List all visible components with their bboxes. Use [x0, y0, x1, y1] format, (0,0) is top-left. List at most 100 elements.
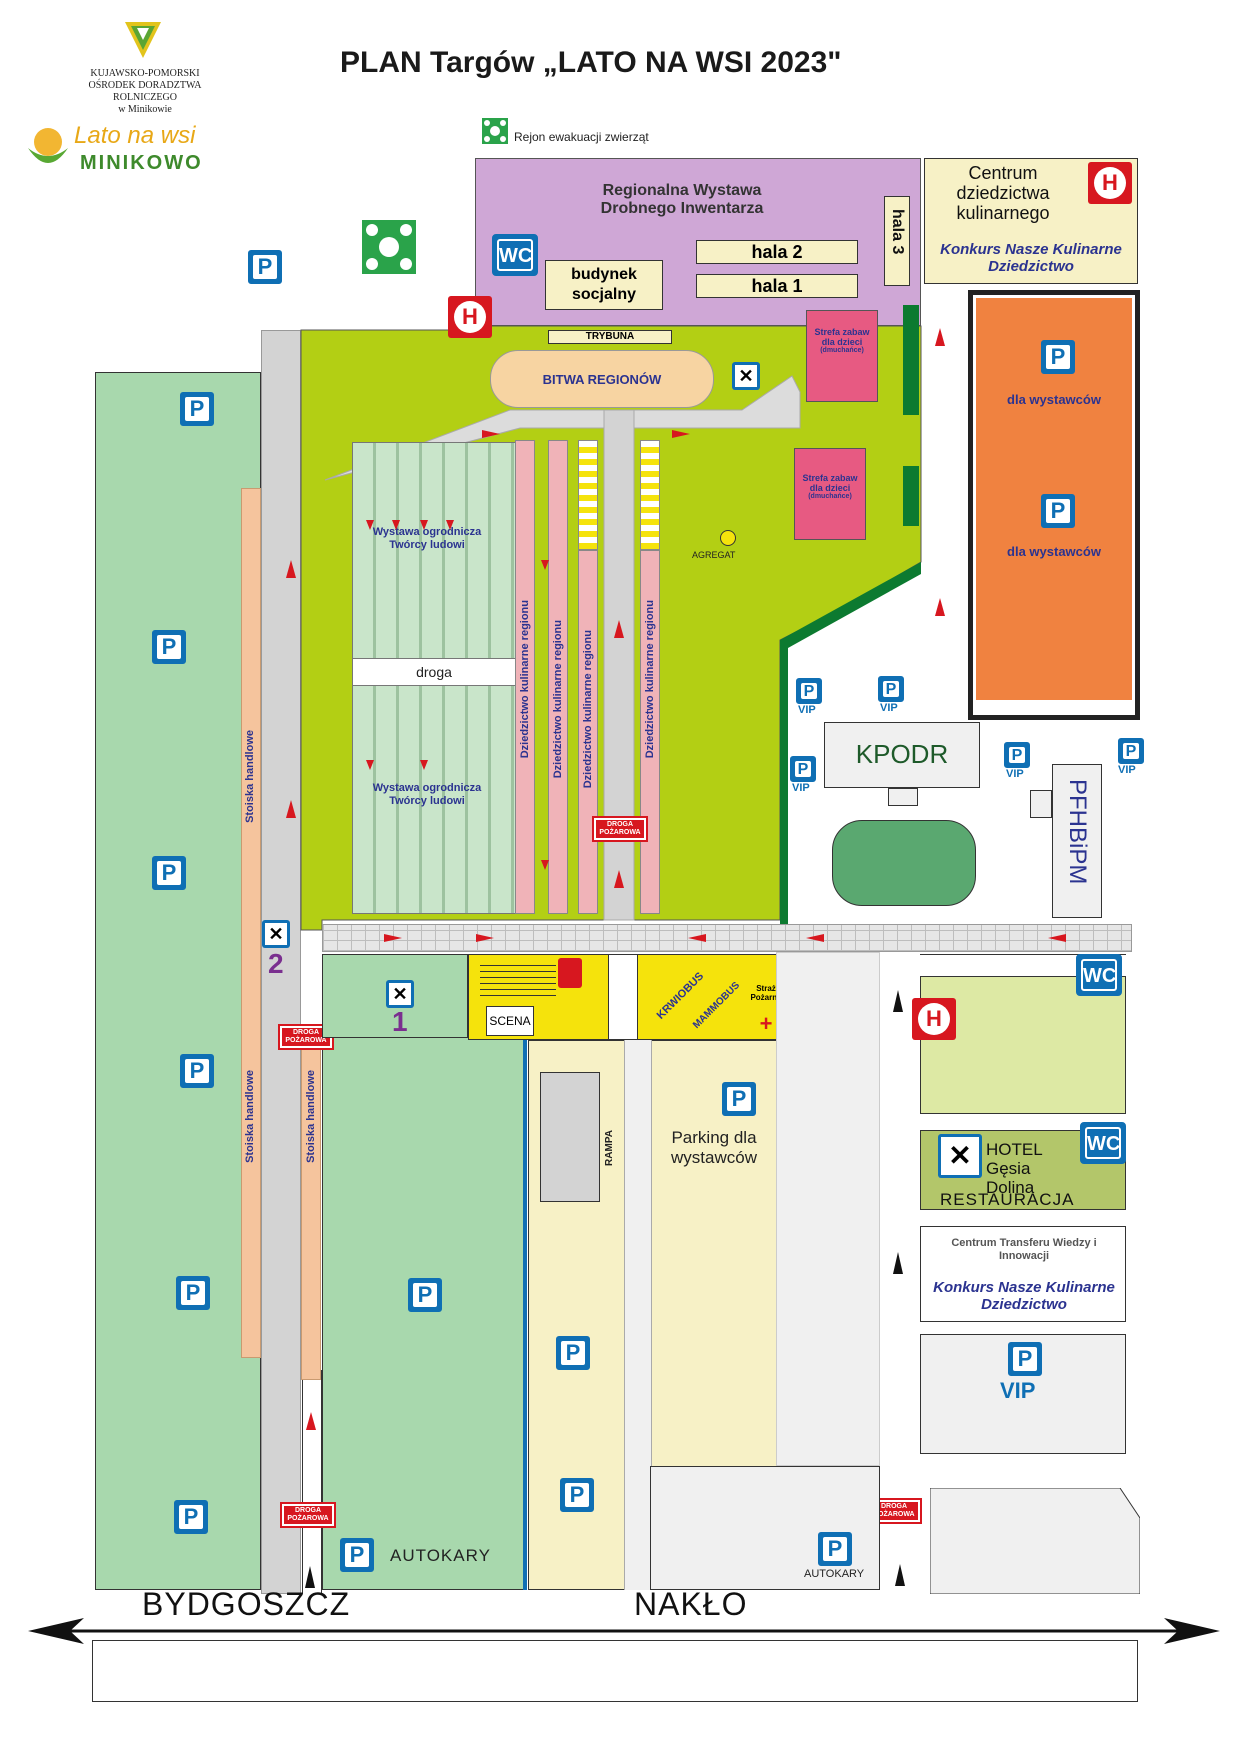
- arrow-south-2: [541, 860, 549, 870]
- hospital-sign-culinary: H: [1088, 162, 1132, 204]
- arrow-north-black-4: [305, 1566, 315, 1588]
- food-point-sign-2[interactable]: ✕: [262, 920, 290, 948]
- culinary-label-1: Dziedzictwo kulinarne regionu: [519, 600, 531, 759]
- vip-parking-lot: [920, 1334, 1126, 1454]
- hall-2: hala 2: [696, 240, 858, 264]
- arrow-east-1: [384, 934, 402, 942]
- parking-sign-left-4: P: [180, 1054, 214, 1088]
- kids-zone-1: Strefa zabaw dla dzieci (dmuchańce): [806, 310, 878, 402]
- logo-line3: w Minikowie: [118, 104, 172, 115]
- arrow-west-3: [1048, 934, 1066, 942]
- parking-text: P: [1009, 747, 1025, 764]
- hall-3: hala 3: [884, 196, 910, 286]
- vip-label-3: VIP: [792, 782, 810, 794]
- parking-text: P: [883, 681, 899, 698]
- arrow-north-4: [614, 870, 624, 888]
- arrow-east-top-2: [672, 430, 690, 438]
- arrow-north-black-1: [893, 990, 903, 1012]
- parking-sign-left-2: P: [152, 630, 186, 664]
- vip-parking-sign-1: P: [796, 678, 822, 704]
- wc-sign-right: WC: [1076, 954, 1122, 996]
- culinary-booths-b: [640, 440, 660, 550]
- hospital-text: H: [454, 301, 486, 333]
- kpodr-annex: [888, 788, 918, 806]
- cutlery-icon: ✕: [389, 983, 411, 1005]
- arrow-west-1: [688, 934, 706, 942]
- parking-sign-lower-right: P: [818, 1532, 852, 1566]
- parking-text: P: [1013, 1347, 1037, 1371]
- parking-text: P: [181, 1281, 205, 1305]
- vip-label-4: VIP: [1006, 768, 1024, 780]
- fire-road-text: DROGA POŻAROWA: [870, 1502, 918, 1520]
- parking-text: P: [1046, 345, 1070, 369]
- bydgoszcz-label: BYDGOSZCZ: [142, 1586, 351, 1622]
- cutlery-icon: ✕: [265, 923, 287, 945]
- parking-text: P: [345, 1543, 369, 1567]
- parking-sign-central: P: [408, 1278, 442, 1312]
- stalls-strip-a: [241, 488, 261, 1358]
- stage-label: SCENA: [489, 1014, 531, 1028]
- page-title: PLAN Targów „LATO NA WSI 2023": [340, 46, 842, 79]
- ramp-road: [624, 1040, 652, 1590]
- battle-of-regions-arena: BITWA REGIONÓW: [490, 350, 714, 408]
- kids-zone-2: Strefa zabaw dla dzieci (dmuchańce): [794, 448, 866, 540]
- arrow-north-2: [286, 800, 296, 818]
- parking-sign-left-1: P: [180, 392, 214, 426]
- stage-lines: [480, 960, 556, 996]
- evacuation-label: Rejon ewakuacji zwierząt: [514, 130, 649, 144]
- pfhbipm-label: PFHBiPM: [1064, 779, 1091, 885]
- parking-text: P: [565, 1483, 589, 1507]
- arrow-south-5: [420, 520, 428, 530]
- arrow-east-top-1: [482, 430, 500, 438]
- logo-line2: OŚRODEK DORADZTWA ROLNICZEGO: [88, 80, 202, 103]
- kpodr-label: KPODR: [855, 739, 949, 769]
- parking-text: P: [253, 255, 277, 279]
- arrow-north-black-3: [895, 1564, 905, 1586]
- parking-text: P: [185, 1059, 209, 1083]
- for-exhibitors-label-1: dla wystawców: [1007, 392, 1101, 407]
- hall-1: hala 1: [696, 274, 858, 298]
- tribune-label: TRYBUNA: [585, 331, 635, 342]
- lower-right-lot-shape: [929, 1487, 1141, 1595]
- vip-parking-sign-5: P: [1118, 738, 1144, 764]
- fire-road-text: DROGA POŻAROWA: [284, 1506, 332, 1524]
- transfer-center-label: Centrum Transferu Wiedzy i Innowacji: [951, 1237, 1097, 1262]
- lato-na-wsi-logo: Lato na wsi MINIKOWO: [24, 120, 234, 180]
- lower-right-lot: [929, 1487, 1141, 1595]
- logo-line1: KUJAWSKO-POMORSKI: [90, 68, 200, 79]
- parking-text: P: [1046, 499, 1070, 523]
- food-point-sign-1[interactable]: ✕: [386, 980, 414, 1008]
- arrow-west-2: [806, 934, 824, 942]
- hospital-text: H: [1094, 167, 1126, 199]
- naklo-label: NAKŁO: [634, 1586, 748, 1622]
- arrow-east-2: [476, 934, 494, 942]
- parking-text: P: [801, 683, 817, 700]
- hotel-food-sign[interactable]: ✕: [938, 1134, 982, 1178]
- parking-sign-left-3: P: [152, 856, 186, 890]
- social-building: budynek socjalny: [545, 260, 663, 310]
- fire-brigade-label: Straż Pożarna: [750, 984, 782, 1002]
- arrow-north-6: [935, 328, 945, 346]
- first-aid-cross-icon: +: [759, 1011, 773, 1036]
- stage-area: SCENA: [486, 1006, 534, 1036]
- right-gray-road: [776, 952, 880, 1466]
- arrow-south-3: [366, 520, 374, 530]
- fire-road-sign-1: DROGA POŻAROWA: [592, 816, 648, 842]
- arrow-north-5: [614, 620, 624, 638]
- kids-zone-1-label: Strefa zabaw dla dzieci: [814, 327, 870, 347]
- lower-gray-lot: [650, 1466, 880, 1590]
- regional-exhibition-label: Regionalna Wystawa Drobnego Inwentarza: [600, 182, 764, 217]
- main-cross-road: [322, 924, 1132, 952]
- arrow-south-1: [541, 560, 549, 570]
- parking-sign-exh-3: P: [560, 1478, 594, 1512]
- kids-zone-2-label: Strefa zabaw dla dzieci: [802, 473, 858, 493]
- garden-exhibition-label-2: Wystawa ogrodnicza Twórcy ludowi: [372, 782, 482, 807]
- arrow-north-3: [306, 1412, 316, 1430]
- parking-text: P: [561, 1341, 585, 1365]
- battle-label: BITWA REGIONÓW: [542, 372, 662, 387]
- vip-parking-sign-4: P: [1004, 742, 1030, 768]
- hotel-grounds: [920, 954, 1126, 1114]
- buses-label-left: AUTOKARY: [390, 1546, 491, 1565]
- food-point-sign-top[interactable]: ✕: [732, 362, 760, 390]
- hospital-text: H: [918, 1003, 950, 1035]
